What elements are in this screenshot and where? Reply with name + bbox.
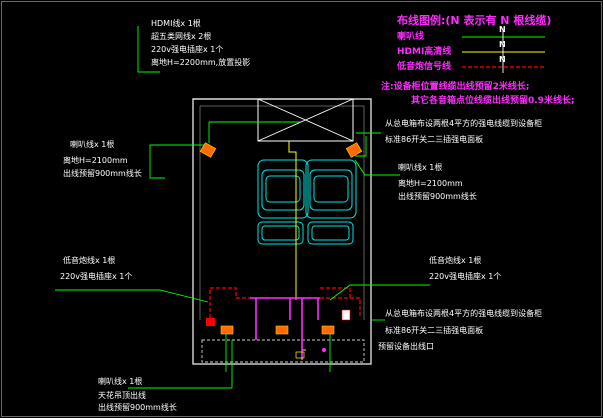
right-sub-label-1: 低音炮线x 1根 [429, 256, 482, 265]
power-cables [250, 297, 320, 360]
hdmi-outlet [295, 351, 305, 359]
subwoofer-cables [209, 287, 361, 318]
left-sub-label-1: 低音炮线x 1根 [63, 256, 116, 265]
left-speaker-label-2: 离地H=2100mm [63, 156, 128, 165]
speaker-cables [55, 26, 430, 389]
power-top-label-2: 标准86开关二三插强电面板 [385, 135, 484, 144]
projector-label-4: 离地H=2200mm,放置投影 [151, 58, 251, 67]
legend-note-2: 其它各音箱点位线缆出线预留0.9米线长; [411, 96, 575, 106]
power-top-label-1: 从总电箱布设两根4平方的强电线缆到设备柜 [385, 119, 543, 128]
legend-note-1: 注:设备柜位置线缆出线预留2米线长; [381, 82, 530, 92]
right-sub-label-2: 220v强电插座x 1个 [429, 272, 502, 281]
projector-label-3: 220v强电插座x 1个 [151, 45, 224, 54]
right-speaker-label-1: 喇叭线x 1根 [398, 163, 443, 172]
legend-item-speaker-label: 喇叭线 [397, 32, 425, 42]
outlet-right [321, 325, 335, 335]
ceiling-speaker-label-2: 天花吊顶出线 [98, 391, 146, 400]
legend-item-hdmi-mark: N [499, 40, 506, 49]
speaker-left-wall [199, 142, 217, 158]
room-walls [192, 98, 372, 365]
projector-label-1: HDMI线x 1根 [151, 19, 201, 28]
legend-item-sub-mark: N [499, 55, 506, 64]
speaker-right-wall [345, 142, 363, 158]
sofa-right [305, 159, 357, 245]
legend-item-sub-label: 低音炮信号线 [397, 62, 452, 72]
power-bottom-label-2: 标准86开关二三插强电面板 [385, 326, 484, 335]
power-bottom-label-1: 从总电箱布设两根4平方的强电线缆到设备柜 [385, 309, 543, 318]
outlet-center [275, 325, 289, 335]
power-outlet-marker [322, 348, 326, 352]
legend-item-speaker-mark: N [499, 25, 506, 34]
equipment-cabinet [201, 339, 365, 363]
right-speaker-label-3: 出线预留900mm线长 [398, 192, 477, 201]
subwoofer-left [206, 318, 215, 326]
projector-label-2: 超五类网线x 2根 [151, 32, 212, 41]
sofa-left [257, 159, 309, 245]
left-speaker-label-1: 喇叭线x 1根 [70, 140, 115, 149]
subwoofer-right [341, 309, 351, 321]
equipment-outlet-label: 预留设备出线口 [378, 342, 434, 351]
right-speaker-label-2: 离地H=2100mm [398, 179, 463, 188]
ceiling-speaker-label-1: 喇叭线x 1根 [98, 377, 143, 386]
legend-title: 布线图例:(N 表示有 N 根线缆) [397, 14, 552, 27]
outlet-left [220, 325, 234, 335]
left-speaker-label-3: 出线预留900mm线长 [63, 169, 142, 178]
ceiling-speaker-label-3: 出线预留900mm线长 [98, 403, 177, 412]
legend-item-hdmi-label: HDMI高清线 [397, 47, 452, 57]
projector-box [257, 98, 354, 142]
left-sub-label-2: 220v强电插座x 1个 [60, 272, 133, 281]
legend-lines [462, 31, 545, 73]
